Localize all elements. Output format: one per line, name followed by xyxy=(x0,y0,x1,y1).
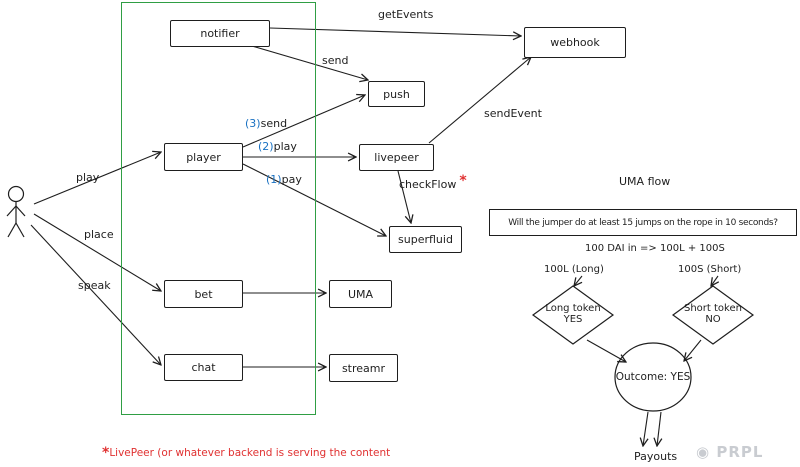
footnote: *LivePeer (or whatever backend is servin… xyxy=(102,445,391,461)
edge-label-pay-1-number: (1) xyxy=(266,173,282,186)
node-player: player xyxy=(164,143,243,171)
outcome-circle xyxy=(614,342,692,412)
short-token-line2: NO xyxy=(705,314,721,325)
node-uma: UMA xyxy=(329,280,392,308)
payouts-label: Payouts xyxy=(634,450,678,463)
long-token-diamond xyxy=(531,285,615,345)
uma-question-box: Will the jumper do at least 15 jumps on … xyxy=(489,209,797,236)
edge-label-send-3-number: (3) xyxy=(245,117,261,130)
arrow-outcome-payouts-2 xyxy=(657,411,661,446)
arrow-short-label-diamond xyxy=(711,275,718,286)
outcome-label: Outcome: YES xyxy=(615,371,691,383)
edge-label-play-2-number: (2) xyxy=(258,140,274,153)
edge-label-pay-1: (1)pay xyxy=(266,173,302,186)
edge-label-play-2-word: play xyxy=(273,140,297,153)
arrow-livepeer-webhook xyxy=(428,57,531,144)
uma-flow-title: UMA flow xyxy=(619,175,671,188)
arrow-long-label-diamond xyxy=(574,275,583,286)
edge-label-pay-1-word: pay xyxy=(281,173,302,186)
arrow-notifier-webhook xyxy=(269,27,521,36)
uma-short-label: 100S (Short) xyxy=(678,264,742,275)
arrow-actor-chat xyxy=(30,224,161,365)
edge-label-play-2: (2)play xyxy=(258,140,297,153)
edge-label-check-flow-word: checkFlow xyxy=(399,178,457,191)
arrow-actor-bet xyxy=(33,213,161,291)
edge-label-get-events: getEvents xyxy=(378,8,434,21)
node-streamr: streamr xyxy=(329,354,398,382)
edge-label-place: place xyxy=(84,228,114,241)
edge-label-speak: speak xyxy=(78,279,111,292)
long-token-diamond-label: Long token YES xyxy=(533,303,613,325)
node-webhook: webhook xyxy=(524,27,626,58)
uma-conversion-text: 100 DAI in => 100L + 100S xyxy=(585,243,725,254)
arrow-player-superfluid xyxy=(242,163,386,236)
node-superfluid: superfluid xyxy=(389,226,462,253)
stick-figure-icon xyxy=(6,185,26,238)
edge-label-play: play xyxy=(76,171,100,184)
watermark-icon: ◉ xyxy=(696,443,711,461)
edge-label-send-3-word: send xyxy=(260,117,288,130)
arrow-long-diamond-outcome xyxy=(586,339,626,362)
edge-label-send: send xyxy=(322,54,349,67)
short-token-diamond-label: Short token NO xyxy=(673,303,753,325)
green-group-frame xyxy=(121,2,316,415)
uma-long-label: 100L (Long) xyxy=(544,264,604,275)
node-chat: chat xyxy=(164,354,243,381)
node-livepeer: livepeer xyxy=(359,144,434,171)
watermark-text: PRPL xyxy=(716,443,764,461)
arrow-outcome-payouts-1 xyxy=(643,411,648,446)
edge-label-check-flow: checkFlow* xyxy=(399,174,467,191)
long-token-line1: Long token xyxy=(545,303,601,314)
arrow-player-push xyxy=(242,95,365,148)
long-token-line2: YES xyxy=(563,314,583,325)
arrow-notifier-push xyxy=(251,45,368,80)
arrow-actor-player xyxy=(33,152,161,205)
node-bet: bet xyxy=(164,280,243,308)
node-push: push xyxy=(368,81,425,107)
footnote-text: LivePeer (or whatever backend is serving… xyxy=(109,447,391,459)
arrow-short-diamond-outcome xyxy=(684,339,702,361)
node-notifier: notifier xyxy=(170,20,270,47)
short-token-diamond xyxy=(671,285,755,345)
edge-label-send-event: sendEvent xyxy=(484,107,542,120)
arrow-livepeer-superfluid xyxy=(397,170,411,223)
check-flow-asterisk-icon: * xyxy=(459,173,467,189)
edge-label-send-3: (3)send xyxy=(245,117,287,130)
short-token-line1: Short token xyxy=(684,303,742,314)
footnote-asterisk-icon: * xyxy=(102,445,110,461)
watermark-logo: ◉ PRPL xyxy=(696,443,763,461)
